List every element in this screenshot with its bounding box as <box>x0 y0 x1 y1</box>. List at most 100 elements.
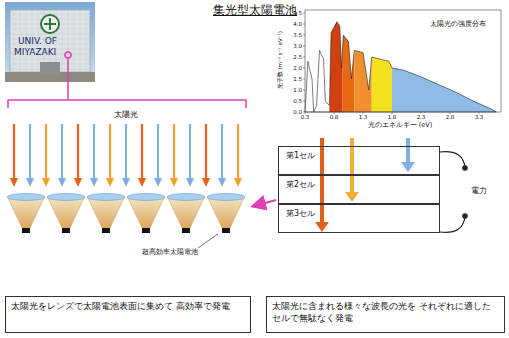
bracket <box>8 52 246 108</box>
stroke <box>62 10 63 72</box>
tick-label: 0.0 <box>284 109 302 115</box>
sunlight-arrows <box>10 124 242 187</box>
light-arrow <box>141 124 143 180</box>
tick-label: 3.5 <box>284 32 302 38</box>
terminal <box>462 165 468 171</box>
light-arrow <box>77 124 79 180</box>
solar-cell <box>182 228 190 233</box>
axis-title: 光のエネルギー (eV) <box>368 122 433 129</box>
light-arrow <box>109 124 111 180</box>
terminal <box>462 213 468 219</box>
stroke <box>392 112 393 114</box>
lens <box>167 194 205 201</box>
lens-array <box>7 194 245 234</box>
tick-label: 2.3 <box>417 114 426 120</box>
solar-cell <box>102 228 110 233</box>
arrow-head <box>202 178 210 187</box>
tick-label: 2.8 <box>446 114 455 120</box>
tick-label: 4.0 <box>284 21 302 27</box>
stroke <box>303 79 305 80</box>
arrow-head <box>138 178 146 187</box>
tick-label: 3.3 <box>475 114 484 120</box>
tick-label: 1.8 <box>388 114 397 120</box>
stroke <box>305 112 306 114</box>
stroke <box>10 59 90 60</box>
light-arrow <box>125 124 127 180</box>
tick-label: 1.0 <box>284 87 302 93</box>
cell-band: 第2セル <box>278 175 440 204</box>
label: 太陽光 <box>112 110 140 119</box>
cone <box>48 198 84 228</box>
stroke <box>80 10 81 72</box>
building-photo <box>5 2 95 82</box>
note-box: 太陽光に含まれる様々な波長の光を それぞれに適したセルで無駄なく発電 <box>266 296 505 333</box>
wire <box>440 152 465 233</box>
stroke <box>303 101 305 102</box>
stroke <box>303 46 305 47</box>
photo-text: MIYAZAKI <box>14 47 56 57</box>
pointer-arrow <box>254 200 276 206</box>
light-arrow <box>173 124 175 180</box>
solar-cell <box>62 228 70 233</box>
tick-label: 0.8 <box>330 114 339 120</box>
solar-cell <box>142 228 150 233</box>
spectrum-band <box>372 10 392 112</box>
arrow-head <box>170 178 178 187</box>
tick-label: 1.5 <box>284 76 302 82</box>
cone <box>128 198 164 228</box>
tick-label: 1.3 <box>359 114 368 120</box>
cell-arrows <box>315 138 415 232</box>
stroke <box>363 112 364 114</box>
title: 集光型太陽電池 <box>213 4 297 18</box>
solar-cell <box>222 228 230 233</box>
light-arrow <box>157 124 159 180</box>
stroke <box>421 112 422 114</box>
lens <box>47 194 85 201</box>
arrow-head <box>154 178 162 187</box>
spectrum-band <box>354 10 371 112</box>
arrow-head <box>234 178 242 187</box>
tick-label: 2.5 <box>284 54 302 60</box>
cell-band: 第3セル <box>278 204 440 233</box>
node-text: 第1セル <box>285 150 316 161</box>
tick-label: 0.3 <box>301 114 310 120</box>
light-arrow <box>93 124 95 180</box>
arrow-head <box>186 178 194 187</box>
stroke <box>450 112 451 114</box>
spectrum-band <box>329 10 342 112</box>
stroke <box>334 112 335 114</box>
spectrum-chart <box>303 10 502 114</box>
chart-title: 太陽光の強度分布 <box>430 20 486 28</box>
stroke <box>303 24 305 25</box>
cone <box>208 198 244 228</box>
tick-label: 0.5 <box>284 98 302 104</box>
plot-frame <box>305 10 501 112</box>
leader-line <box>198 234 218 248</box>
arrow-head <box>10 178 18 187</box>
cell-band: 第1セル <box>278 146 440 175</box>
solar-cell <box>22 228 30 233</box>
light-arrow <box>237 124 239 180</box>
stroke <box>86 10 87 72</box>
light-arrow <box>13 124 15 180</box>
label: 電力 <box>471 186 487 195</box>
arrow-head <box>58 178 66 187</box>
stroke <box>479 112 480 114</box>
tick-label: 3.0 <box>284 43 302 49</box>
light-arrow <box>205 124 207 180</box>
note-box: 太陽光をレンズで太陽電池表面に集めて 高効率で発電 <box>5 296 251 333</box>
stroke <box>303 112 305 113</box>
spectrum-outline <box>305 22 496 112</box>
stroke <box>303 13 305 14</box>
cone <box>88 198 124 228</box>
stroke <box>303 90 305 91</box>
lens <box>207 194 245 201</box>
cone <box>168 198 204 228</box>
node-text: 太陽光をレンズで太陽電池表面に集めて 高効率で発電 <box>11 300 245 312</box>
arrow-head <box>42 178 50 187</box>
spectrum-band <box>343 10 355 112</box>
spectrum-band <box>392 10 502 112</box>
arrow-head <box>106 178 114 187</box>
lens <box>7 194 45 201</box>
